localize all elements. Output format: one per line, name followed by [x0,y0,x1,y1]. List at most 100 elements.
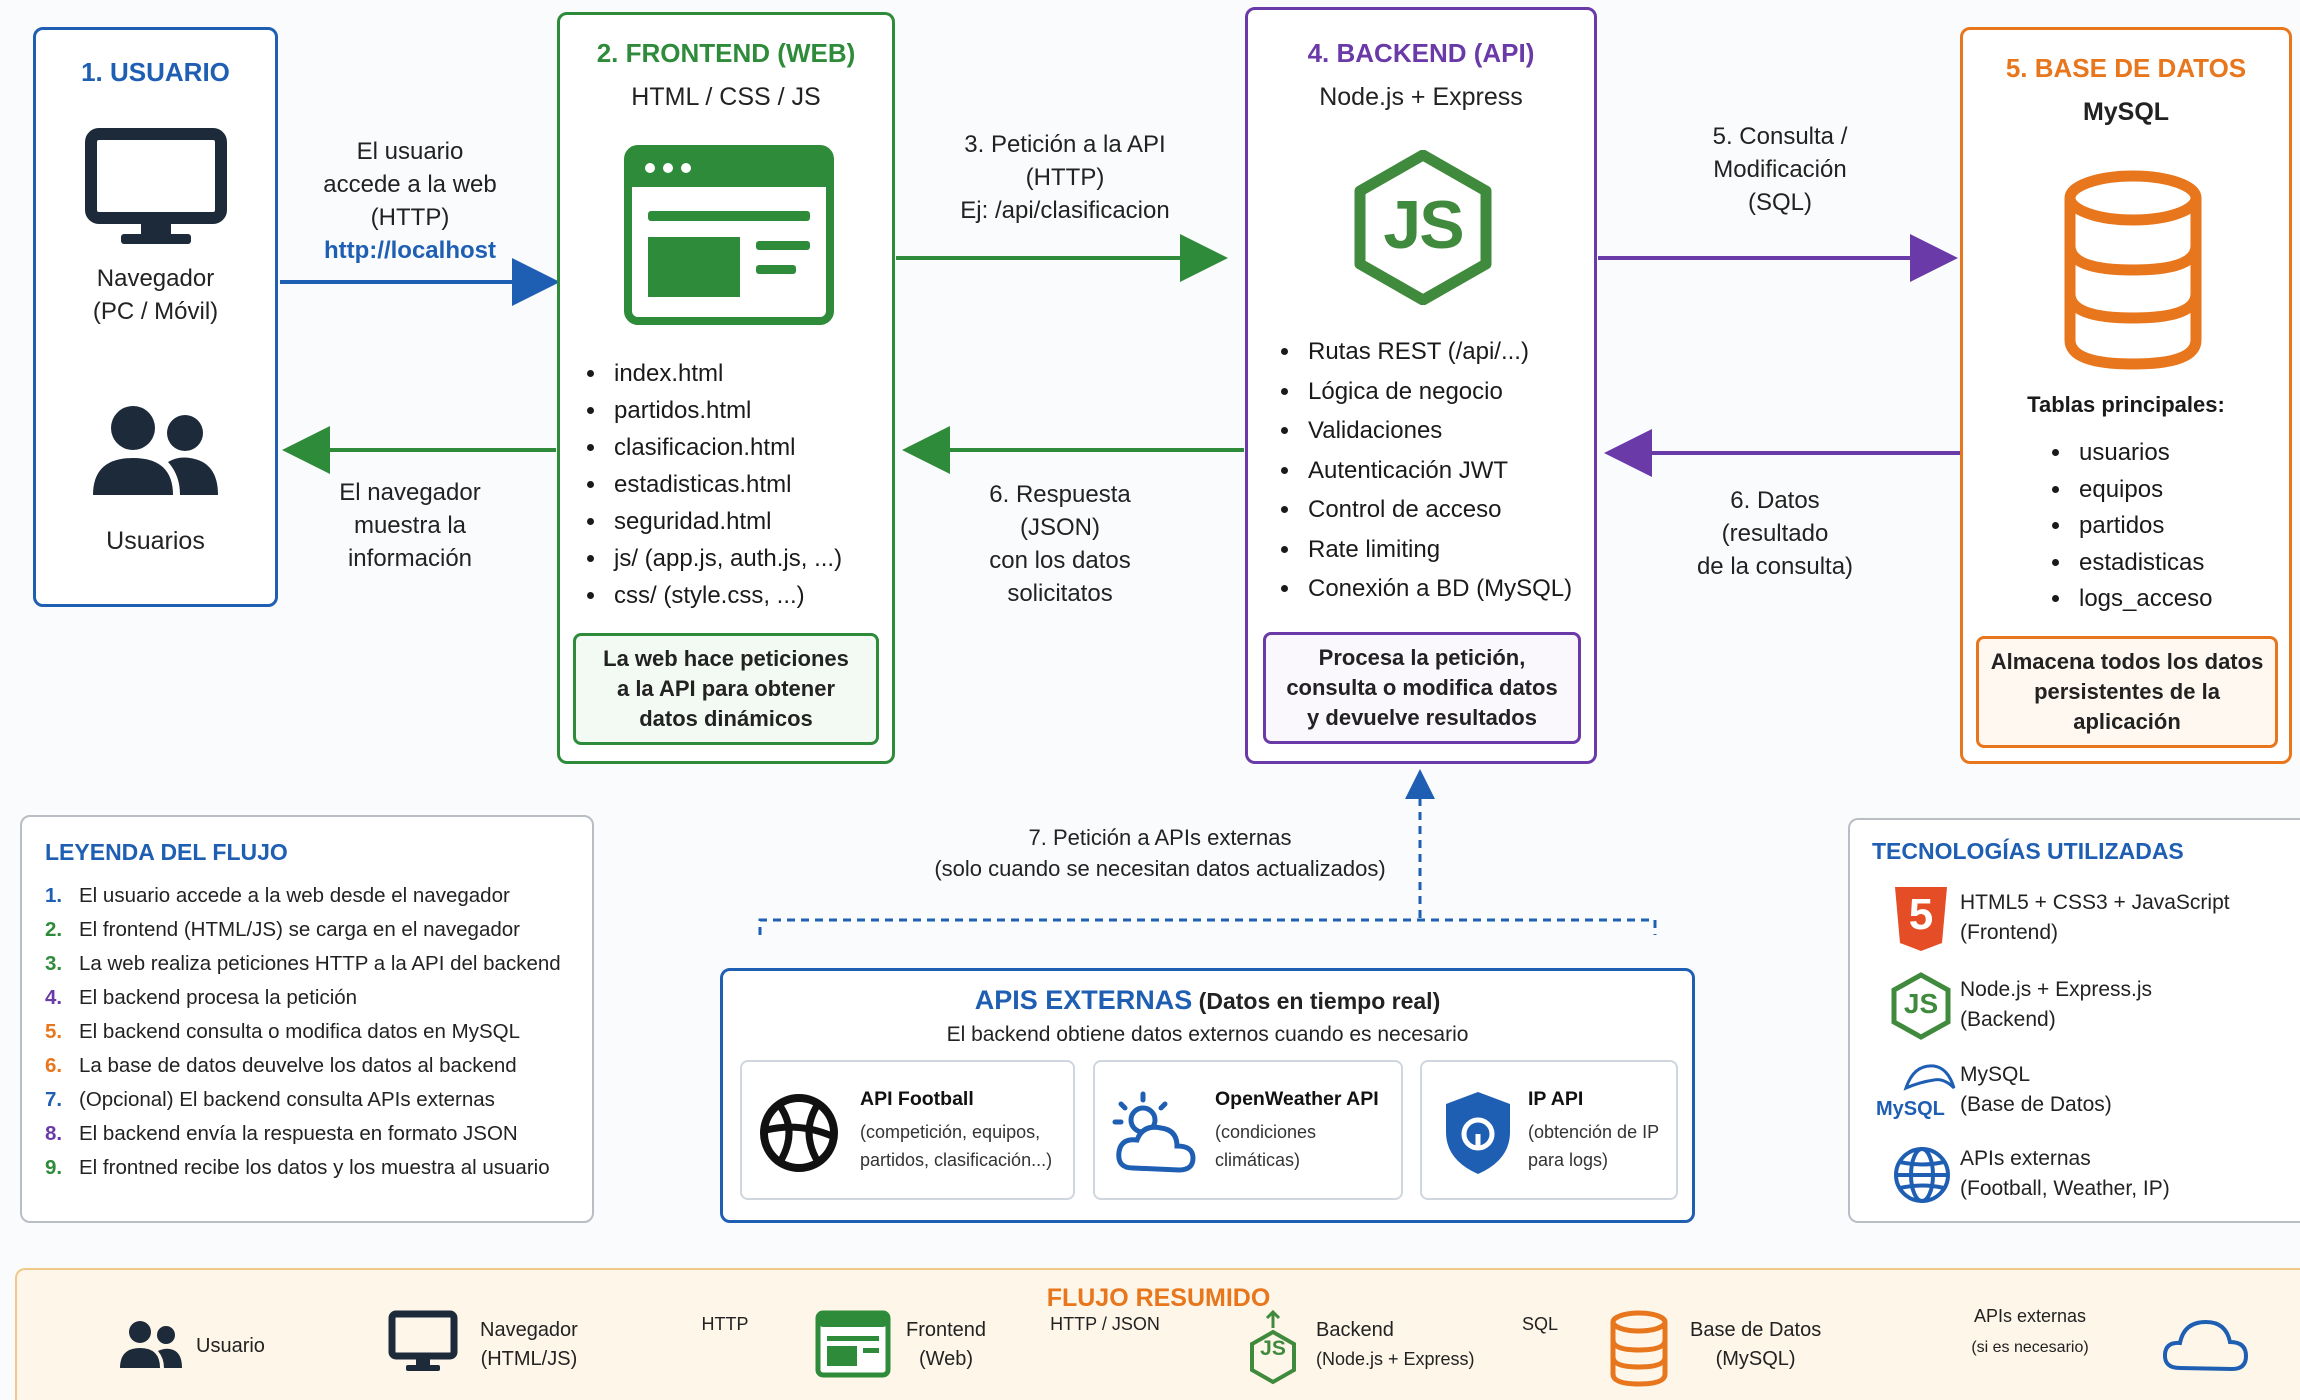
api-card-desc: (competición, equipos, partidos, clasifi… [860,1122,1053,1170]
nodejs-hexagon-icon [1354,150,1492,305]
api-card-name: API Football [860,1088,974,1110]
flow-users-icon [120,1321,182,1368]
api-card-name: IP API [1528,1088,1584,1110]
backend-feature-list: Rutas REST (/api/...) Lógica de negocio … [1276,332,1572,609]
list-item: estadisticas [2073,545,2212,582]
api-card-name: OpenWeather API [1215,1088,1379,1110]
arrow-label-external-request: 7. Petición a APIs externas (solo cuando… [934,825,1386,881]
list-item: Control de acceso [1302,490,1572,530]
flow-navegador: Navegador (HTML/JS) [480,1319,578,1370]
ip-api-card[interactable]: IP API (obtención de IP para logs) [1420,1060,1678,1200]
list-item: 3.La web realiza peticiones HTTP a la AP… [45,952,561,975]
list-item: 1.El usuario accede a la web desde el na… [45,884,510,907]
flow-nodejs-icon [1250,1310,1296,1385]
users-icon [93,406,218,495]
tech-row: HTML5 + CSS3 + JavaScript (Frontend) [1960,891,2230,944]
flow-label-http: HTTP [701,1314,749,1334]
frontend-file-list: index.html partidos.html clasificacion.h… [582,355,842,614]
mysql-logo-text: MySQL [1876,1098,1945,1120]
browser-window-icon [624,145,834,325]
shield-icon [1446,1092,1510,1174]
legend-title: LEYENDA DEL FLUJO [45,839,288,865]
backend-note: Procesa la petición, consulta o modifica… [1263,632,1581,744]
backend-subtitle: Node.js + Express [1319,83,1523,111]
arrow-label-db-data: 6. Datos (resultado de la consulta) [1696,487,1854,580]
list-item: partidos.html [608,392,842,429]
list-item: Conexión a BD (MySQL) [1302,569,1572,609]
list-item: Rate limiting [1302,530,1572,570]
openweather-card[interactable]: OpenWeather API (condiciones climáticas) [1093,1060,1403,1200]
flow-label-sql: SQL [1521,1314,1559,1334]
database-note: Almacena todos los datos persistentes de… [1976,636,2278,748]
backend-title: 4. BACKEND (API) [1307,38,1535,68]
nodejs-icon [1891,972,1951,1040]
soccer-ball-icon [760,1094,838,1172]
list-item: estadisticas.html [608,466,842,503]
list-item: usuarios [2073,435,2212,472]
weather-cloud-sun-icon [1112,1091,1196,1173]
tables-list: usuarios equipos partidos estadisticas l… [2047,435,2212,618]
localhost-link[interactable]: http://localhost [324,237,496,264]
usuario-title: 1. USUARIO [81,57,230,87]
list-item: 2.El frontend (HTML/JS) se carga en el n… [45,918,520,941]
flow-usuario: Usuario [196,1335,265,1357]
dashed-bracket [758,918,1657,935]
flow-cloud-icon [2162,1319,2249,1372]
list-item: index.html [608,355,842,392]
arrow-label-json-response: 6. Respuesta (JSON) con los datos solici… [989,481,1131,607]
tech-row: MySQL (Base de Datos) [1960,1063,2112,1116]
list-item: seguridad.html [608,503,842,540]
api-football-card[interactable]: API Football (competición, equipos, part… [740,1060,1075,1200]
list-item: css/ (style.css, ...) [608,577,842,614]
frontend-box: 2. FRONTEND (WEB) HTML / CSS / JS index.… [557,12,895,764]
legend-box: LEYENDA DEL FLUJO 1.El usuario accede a … [20,815,594,1223]
usuario-box: 1. USUARIO Navegador (PC / Móvil) Usuari… [33,27,278,607]
database-title: 5. BASE DE DATOS [2005,53,2247,83]
html5-icon [1895,887,1947,951]
database-subtitle: MySQL [2082,98,2170,126]
list-item: Autenticación JWT [1302,451,1572,491]
flow-frontend: Frontend (Web) [906,1319,987,1370]
tech-title: TECNOLOGÍAS UTILIZADAS [1872,838,2184,864]
arrow-label-api-request: 3. Petición a la API (HTTP) Ej: /api/cla… [960,131,1170,224]
mysql-dolphin-icon [1903,1064,1956,1091]
users-label: Usuarios [106,527,205,555]
globe-icon [1894,1147,1950,1203]
legend-list: 1.El usuario accede a la web desde el na… [45,879,561,1185]
arrow-label-sql-query: 5. Consulta / Modificación (SQL) [1712,123,1848,216]
tech-row: APIs externas (Football, Weather, IP) [1960,1147,2170,1200]
tech-box: TECNOLOGÍAS UTILIZADAS 5 HTML5 + CSS3 + … [1848,818,2300,1223]
api-card-desc: (condiciones climáticas) [1215,1122,1317,1170]
apis-title: APIS EXTERNAS (Datos en tiempo real) [974,985,1441,1015]
frontend-note: La web hace peticiones a la API para obt… [573,633,879,745]
nodejs-logo-text: JS [1383,187,1464,263]
list-item: js/ (app.js, auth.js, ...) [608,540,842,577]
list-item: clasificacion.html [608,429,842,466]
flow-title: FLUJO RESUMIDO [1046,1284,1271,1312]
flow-nodejs-logo-text: JS [1260,1337,1286,1360]
database-cylinder-icon [2064,170,2202,370]
list-item: 4.El backend procesa la petición [45,986,358,1009]
apis-subtitle: El backend obtiene datos externos cuando… [946,1023,1469,1046]
flow-database-icon [1610,1310,1668,1387]
arrow-label-user-access: El usuario accede a la web (HTTP) http:/… [295,135,525,267]
device-label: Navegador (PC / Móvil) [92,265,219,325]
list-item: 6.La base de datos deuvelve los datos al… [45,1054,517,1077]
list-item: Lógica de negocio [1302,372,1572,412]
flow-label-external: APIs externas (si es necesario) [1971,1306,2089,1356]
nodejs-small-logo-text: JS [1903,988,1939,1019]
list-item: Validaciones [1302,411,1572,451]
flow-label-http-json: HTTP / JSON [1050,1314,1160,1334]
database-box: 5. BASE DE DATOS MySQL Tablas principale… [1960,27,2292,764]
tech-row: Node.js + Express.js (Backend) [1960,978,2152,1031]
flow-browser-icon [815,1310,891,1378]
flow-database: Base de Datos (MySQL) [1690,1319,1822,1370]
html5-logo-text: 5 [1908,890,1934,939]
monitor-icon [85,128,227,244]
frontend-title: 2. FRONTEND (WEB) [596,38,856,68]
backend-box: 4. BACKEND (API) Node.js + Express JS Ru… [1245,7,1597,764]
api-card-desc: (obtención de IP para logs) [1528,1122,1660,1170]
list-item: Rutas REST (/api/...) [1302,332,1572,372]
arrow-label-browser-shows: El navegador muestra la información [339,479,481,572]
tables-title: Tablas principales: [2027,392,2225,417]
